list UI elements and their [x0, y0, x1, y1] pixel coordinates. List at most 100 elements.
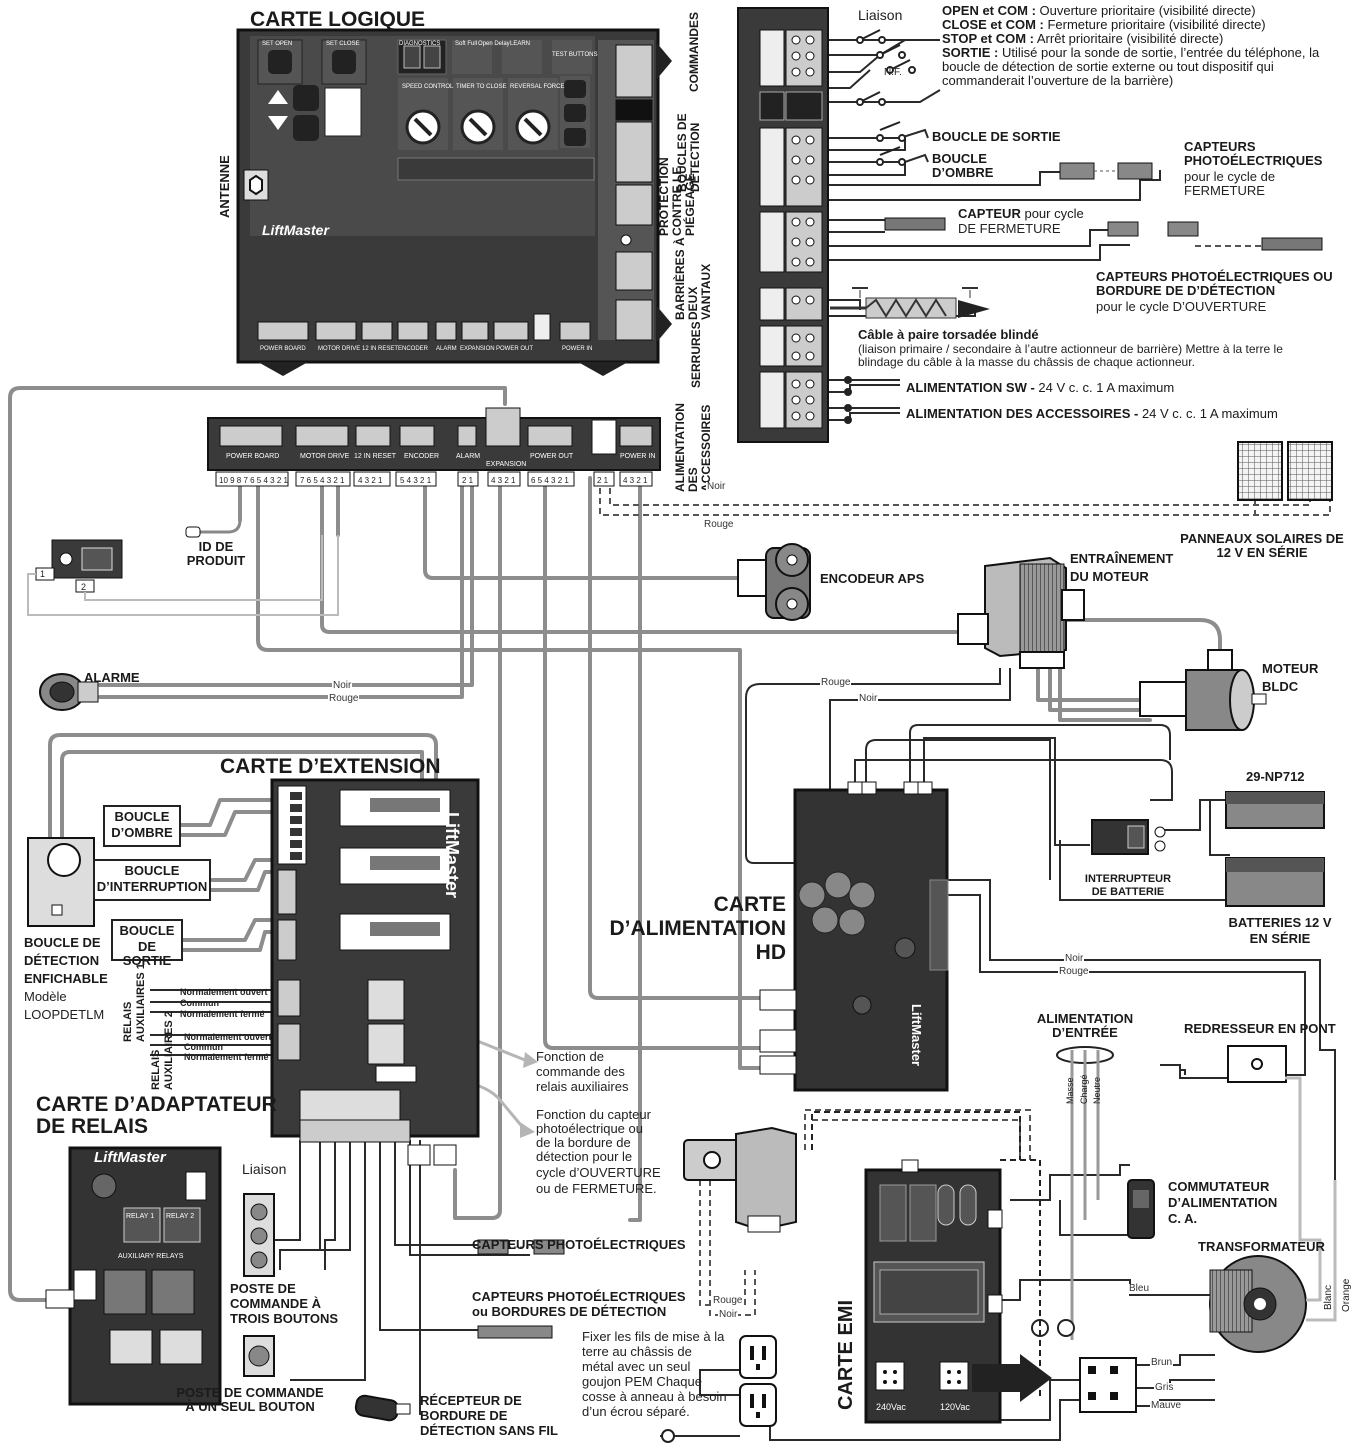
relay-adapter-title-1: CARTE D’ADAPTATEUR [36, 1093, 277, 1116]
pins-power-out: 6 5 4 3 2 1 [531, 476, 569, 485]
antenna-label: ANTENNE [217, 155, 232, 218]
relay1-com: Commun [180, 998, 219, 1008]
aux-relay-1-label: RELAIS AUXILIAIRES 1 [122, 962, 148, 1042]
liaison-top: Liaison [858, 7, 903, 23]
btn-set-close: SET CLOSE [326, 41, 360, 47]
input-power-wires [1070, 1050, 1100, 1340]
loop-shadow-2: D’OMBRE [111, 825, 173, 840]
relay1-nc: Normalement fermé [180, 1009, 265, 1019]
relay2-nc: Normalement fermé [184, 1052, 269, 1062]
transformer-secondary [1285, 1076, 1337, 1322]
one-button-2: À UN SEUL BOUTON [185, 1399, 315, 1414]
tag-mauve: Mauve [1150, 1400, 1183, 1411]
aux-arrowhead [523, 1052, 538, 1068]
plug-loop-model-1: Modèle [24, 989, 67, 1004]
power-sw-line: ALIMENTATION SW - 24 V c. c. 1 A maximum [906, 380, 1174, 395]
pins-12in-reset: 4 3 2 1 [358, 476, 383, 485]
pins-motor-drive: 7 6 5 4 3 2 1 [300, 476, 345, 485]
power-acc-text: 24 V c. c. 1 A maximum [1141, 406, 1278, 421]
transformer [1209, 1255, 1307, 1353]
btn-set-open: SET OPEN [262, 41, 293, 47]
photo-function-4: détection pour le [536, 1149, 633, 1164]
tag-orange: Orange [1341, 1278, 1352, 1312]
product-id-2: PRODUIT [186, 553, 246, 568]
loop-exit-2: DE SORTIE [122, 939, 172, 968]
battery-switch-2: DE BATTERIE [1091, 886, 1165, 898]
nf-label: N.F. [884, 67, 902, 78]
wire-masse: Masse [1065, 1077, 1075, 1104]
ac-switch-2: D’ALIMENTATION [1168, 1195, 1278, 1210]
relay2-com: Commun [184, 1042, 223, 1052]
relay-card-brand: LiftMaster [94, 1149, 166, 1166]
open-com-text: Ouverture prioritaire (visibilité direct… [1039, 3, 1256, 18]
tag-rouge-power: Rouge [820, 677, 852, 688]
three-button-3: TROIS BOUTONS [230, 1311, 339, 1326]
tag-brun: Brun [1150, 1357, 1174, 1368]
photo-arrowhead [520, 1122, 535, 1138]
motor-label-2: BLDC [1262, 679, 1299, 694]
extension-board-title: CARTE D’EXTENSION [220, 755, 441, 778]
photo-close-title-1: CAPTEURS [1184, 139, 1256, 154]
plug-loop-model-2: LOOPDETLM [24, 1007, 105, 1022]
photo-open-title-2: BORDURE DE D’DÉTECTION [1096, 283, 1276, 298]
plug-loop-3: ENFICHABLE [24, 971, 108, 986]
open-delay-label: Open Delay [478, 41, 510, 47]
pins-solar: 2 1 [597, 476, 609, 485]
solar-label-2: 12 V EN SÉRIE [1216, 545, 1308, 560]
tag-rouge-emi: Rouge [712, 1295, 744, 1306]
wireless-edge-receiver [354, 1394, 411, 1422]
motor-drive-label-2: DU MOTEUR [1070, 569, 1149, 584]
relay-pin-1: 1 [40, 569, 46, 579]
power-acc-line: ALIMENTATION DES ACCESSOIRES - 24 V c. c… [906, 406, 1278, 421]
alarm-device [39, 673, 99, 711]
outlets [739, 1335, 777, 1427]
aux-function-2: commande des [536, 1064, 625, 1079]
group-commands: COMMANDES [687, 12, 701, 92]
wireless-3: DÉTECTION SANS FIL [420, 1423, 558, 1438]
photo-close-title-2: PHOTOÉLECTRIQUES [1184, 153, 1323, 168]
strip-motor-drive: MOTOR DRIVE [300, 453, 350, 460]
test-buttons-label: TEST BUTTONS [552, 52, 598, 58]
shadow-loop-label: BOUCLE D’OMBRE [932, 151, 994, 180]
three-button-1: POSTE DE [230, 1281, 296, 1296]
photo-function-2: photoélectrique ou [536, 1121, 643, 1136]
close-com-text: Fermeture prioritaire (visibilité direct… [1047, 17, 1266, 32]
lb-conn-power-out: POWER OUT [496, 346, 533, 352]
pins-alarm: 2 1 [462, 476, 474, 485]
battery-model-label: 29-NP712 [1246, 769, 1305, 784]
relay-card-relay1: RELAY 1 [126, 1213, 155, 1220]
diagnostics-label: DIAGNOSTICS [399, 41, 441, 47]
learn-label: LEARN [510, 41, 531, 47]
group-accessory-power: ALIMENTATION DES ACCESSOIRES [673, 403, 713, 492]
strip-power-board: POWER BOARD [226, 453, 280, 460]
solar-panels [1237, 441, 1333, 501]
tag-noir-emi: Noir [718, 1309, 739, 1320]
one-button-1: POSTE DE COMMANDE [176, 1385, 324, 1400]
terminal-block [737, 7, 1323, 443]
group-dual-gates: BARRIÈRES À DEUX VANTAUX [673, 237, 713, 320]
stop-com-text: Arrêt prioritaire (visibilité directe) [1036, 31, 1224, 46]
emi-240v: 240Vac [876, 1402, 906, 1412]
tag-noir-bridge: Noir [1064, 953, 1085, 964]
encoder-aps [737, 543, 811, 621]
lb-conn-motor-drive: MOTOR DRIVE [318, 346, 361, 352]
exit-loop-label: BOUCLE DE SORTIE [932, 129, 1061, 144]
three-button-station [243, 1193, 275, 1277]
pins-encoder: 5 4 3 2 1 [400, 476, 432, 485]
product-id-1: ID DE [198, 539, 234, 554]
battery-switch-1: INTERRUPTEUR [1084, 873, 1172, 885]
relay1-no: Normalement ouvert [180, 987, 268, 997]
lb-conn-power-in: POWER IN [562, 346, 593, 352]
one-button-station [243, 1335, 275, 1377]
logic-board-title: CARTE LOGIQUE [250, 8, 426, 31]
group-entrapment: PROTECTION CONTRE LE PIÉGEAGE [657, 157, 697, 236]
selector-block [1079, 1357, 1137, 1413]
bridge-label: REDRESSEUR EN PONT [1184, 1021, 1336, 1036]
input-power-2: D’ENTRÉE [1052, 1025, 1118, 1040]
photo-function-1: Fonction du capteur [536, 1107, 651, 1122]
aux-relay-1-a: RELAIS [122, 1001, 134, 1042]
relay-card-aux: AUXILIARY RELAYS [118, 1253, 184, 1260]
alarm-label: ALARME [84, 670, 140, 685]
ac-power-switch [1127, 1179, 1155, 1239]
